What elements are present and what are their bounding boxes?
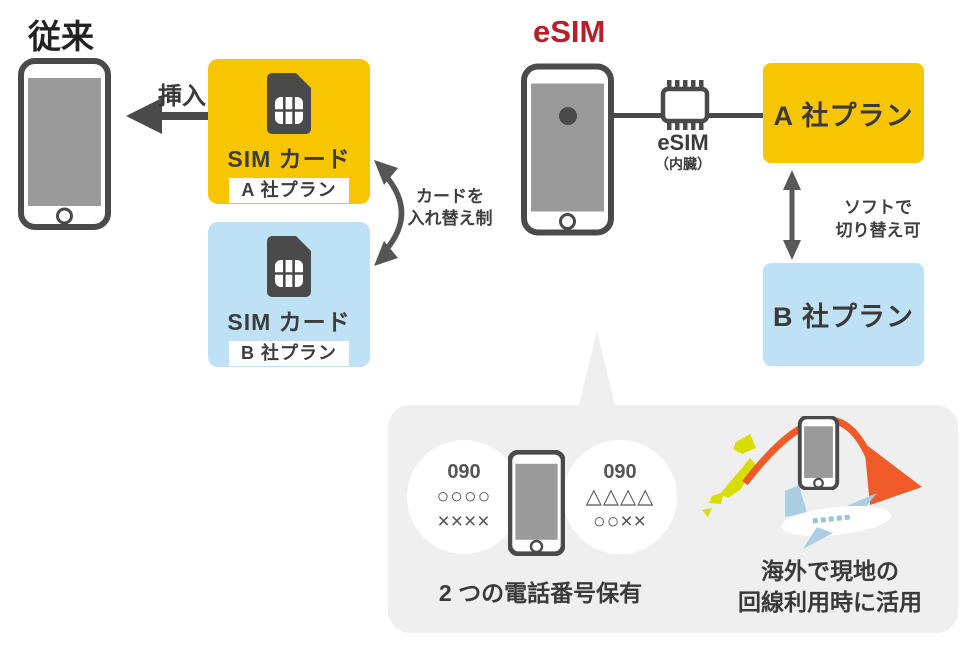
switch-arrow-icon xyxy=(783,170,801,260)
panel-pointer xyxy=(578,331,616,409)
chip-label: eSIM xyxy=(657,130,709,155)
plan-box-a: A 社プラン xyxy=(763,63,924,163)
caption-overseas-line2: 回線利用時に活用 xyxy=(738,589,922,615)
sim-card-b-plan: B 社プラン xyxy=(229,341,349,366)
esim-chip-icon xyxy=(660,80,710,130)
airplane-icon xyxy=(781,485,891,549)
speech-bubble-left: 090 ○○○○ ×××× xyxy=(407,440,521,554)
bubble-right-prefix: 090 xyxy=(603,461,637,483)
phone-icon-esim xyxy=(521,63,614,236)
switch-note: ソフトで 切り替え可 xyxy=(830,196,926,242)
swap-note-line1: カードを xyxy=(416,187,484,206)
plan-box-b: B 社プラン xyxy=(763,263,924,366)
sim-card-box-a: SIM カード A 社プラン xyxy=(208,59,370,204)
switch-note-line2: 切り替え可 xyxy=(835,221,921,240)
phone-icon-overseas xyxy=(797,416,840,490)
japan-map-icon xyxy=(702,434,757,517)
bubble-left-prefix: 090 xyxy=(447,461,481,483)
caption-overseas: 海外で現地の 回線利用時に活用 xyxy=(710,556,950,618)
phone-icon-conventional xyxy=(18,58,111,230)
sim-card-icon xyxy=(267,73,311,134)
plan-b-label: B 社プラン xyxy=(773,302,914,332)
speech-bubble-right: 090 △△△△ ○○×× xyxy=(563,440,677,554)
sim-card-icon xyxy=(267,236,311,297)
caption-two-numbers: 2 つの電話番号保有 xyxy=(438,580,643,606)
bubble-left-line1: ○○○○ xyxy=(436,485,492,508)
swap-note: カードを 入れ替え制 xyxy=(402,186,498,230)
switch-note-line1: ソフトで xyxy=(844,198,912,217)
bubble-left-line2: ×××× xyxy=(437,510,491,533)
swap-arrow-icon xyxy=(374,160,405,266)
sim-card-a-name: SIM カード xyxy=(227,146,351,172)
section-title-esim: eSIM xyxy=(533,14,606,49)
bubble-right-line1: △△△△ xyxy=(585,485,655,508)
insert-arrow-label: 挿入 xyxy=(158,83,206,110)
esim-embedded-dot xyxy=(559,107,577,125)
sim-card-a-plan: A 社プラン xyxy=(229,178,349,203)
caption-overseas-line1: 海外で現地の xyxy=(761,558,899,584)
section-title-conventional: 従来 xyxy=(28,18,94,55)
plan-a-label: A 社プラン xyxy=(773,100,914,131)
swap-note-line2: 入れ替え制 xyxy=(407,209,493,228)
sim-card-box-b: SIM カード B 社プラン xyxy=(208,222,370,367)
chip-sublabel: （内臓） xyxy=(655,156,711,172)
bubble-right-line2: ○○×× xyxy=(593,510,647,533)
sim-card-b-name: SIM カード xyxy=(227,309,351,335)
phone-icon-two-numbers xyxy=(508,450,565,556)
